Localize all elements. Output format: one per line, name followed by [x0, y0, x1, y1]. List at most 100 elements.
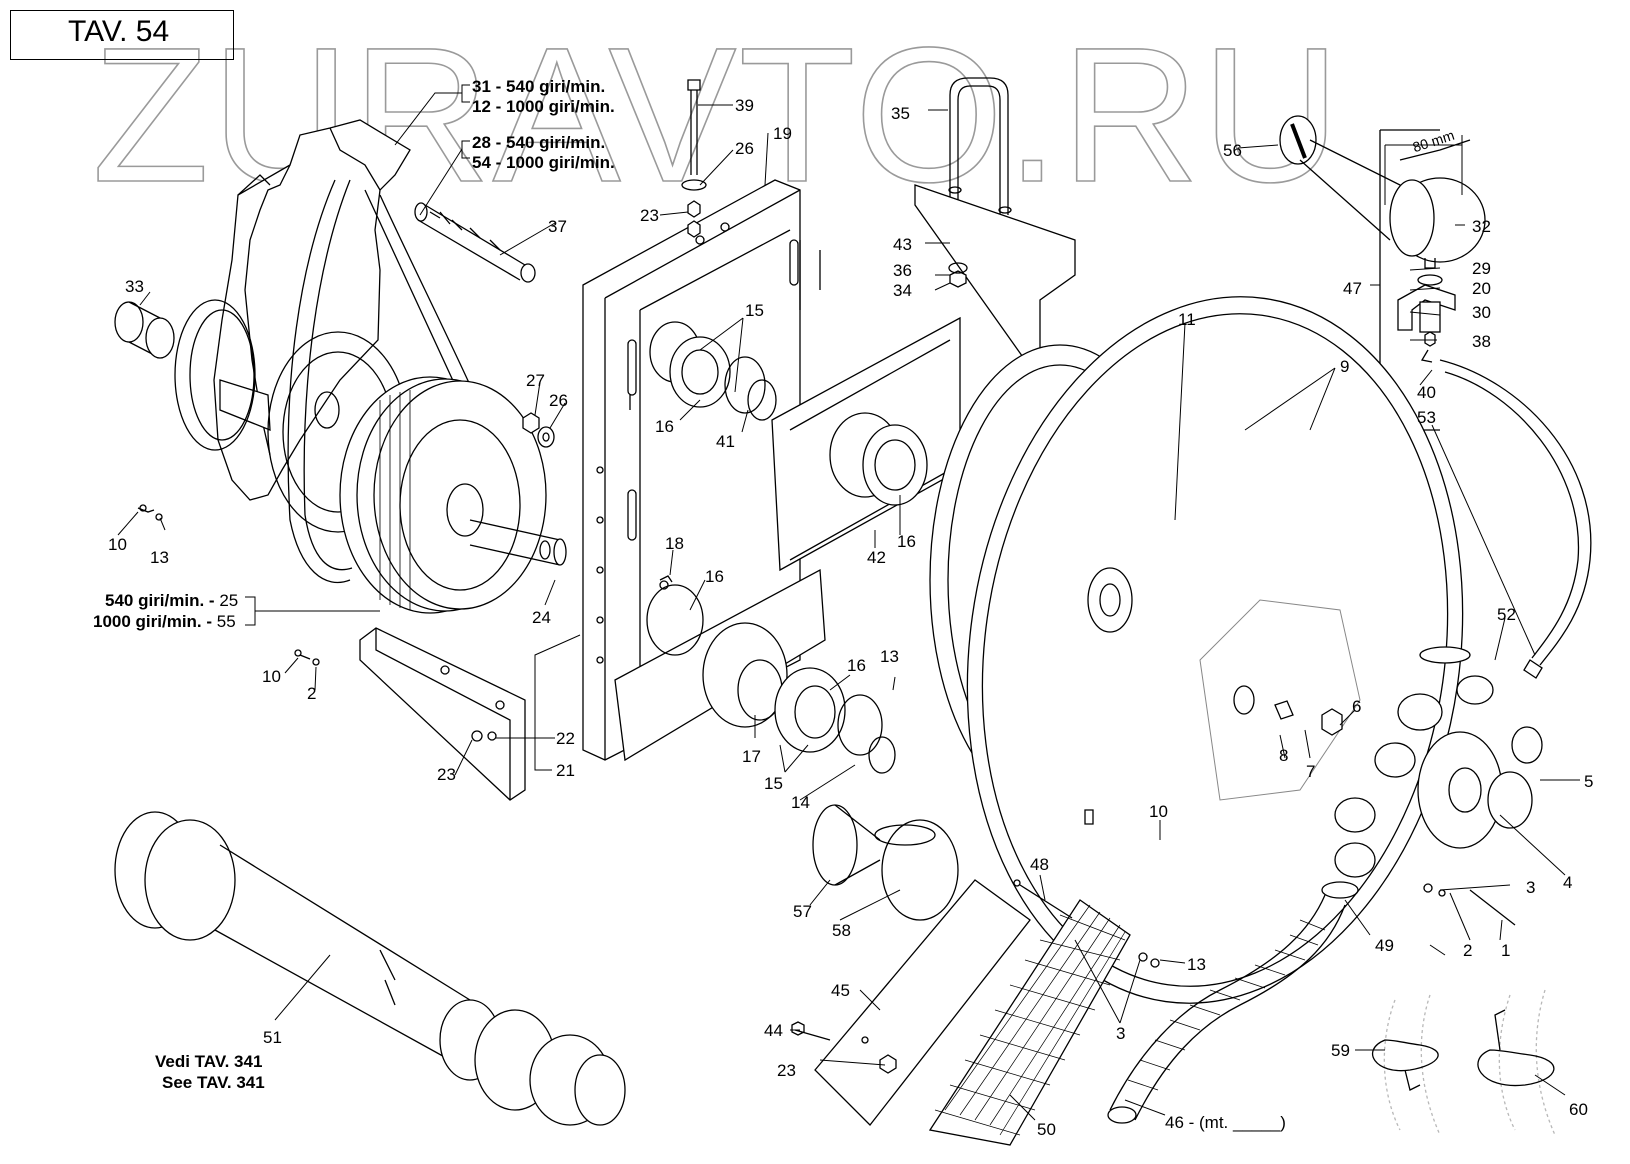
callout-30: 30 [1472, 303, 1491, 322]
plate-42 [771, 316, 961, 572]
callout-14: 14 [791, 793, 810, 812]
callout-33: 33 [125, 277, 144, 296]
pto-flange [174, 299, 256, 451]
callout-59: 59 [1331, 1041, 1350, 1060]
callout-16c: 16 [897, 532, 916, 551]
callout-56: 56 [1223, 141, 1242, 160]
callout-20: 20 [1472, 279, 1491, 298]
bolts-10-13a [137, 504, 163, 521]
bearings-15-16-41 [649, 321, 777, 421]
washer-26b [537, 426, 555, 448]
callout-10c: 10 [1149, 802, 1168, 821]
drive-shaft-51 [114, 811, 626, 1126]
bolt-39 [681, 79, 707, 238]
callout-1: 1 [1501, 941, 1511, 960]
callout-15a: 15 [745, 301, 764, 320]
callout-37: 37 [548, 217, 567, 236]
see-ref-en: See TAV. 341 [162, 1073, 265, 1092]
nut-27 [522, 412, 540, 434]
hose-46 [1107, 881, 1359, 1124]
gearbox-housing [213, 119, 411, 501]
hose-40-53 [1439, 359, 1592, 679]
see-ref-it: Vedi TAV. 341 [155, 1052, 263, 1071]
callout-19: 19 [773, 124, 792, 143]
callout-17: 17 [742, 747, 761, 766]
callout-49: 49 [1375, 936, 1394, 955]
rotary-connector-5 [1334, 646, 1543, 878]
bracket-21 [294, 627, 526, 801]
callout-39: 39 [735, 96, 754, 115]
callout-45: 45 [831, 981, 850, 1000]
leader-lines [117, 84, 1580, 1121]
callout-26b: 26 [549, 391, 568, 410]
pulley-hub-24 [469, 519, 567, 566]
callout-22: 22 [556, 729, 575, 748]
callout-2b: 2 [1463, 941, 1473, 960]
lower-plate-and-bearings [614, 568, 896, 774]
callout-11: 11 [1178, 310, 1196, 329]
callout-29: 29 [1472, 259, 1491, 278]
callout-5: 5 [1584, 772, 1594, 791]
callout-7: 7 [1306, 762, 1316, 781]
callout-23b: 23 [437, 765, 456, 784]
callout-3b: 3 [1116, 1024, 1126, 1043]
callout-60: 60 [1569, 1100, 1588, 1119]
speed-note-54: 54 - 1000 giri/min. [472, 153, 615, 172]
callout-15b: 15 [764, 774, 783, 793]
callout-40: 40 [1417, 383, 1436, 402]
callout-48: 48 [1030, 855, 1049, 874]
drive-belt [287, 179, 471, 584]
callout-13a: 13 [150, 548, 169, 567]
callout-52: 52 [1497, 605, 1516, 624]
callout-10b: 10 [262, 667, 281, 686]
table-label-box [10, 10, 234, 60]
clip-60 [1477, 1009, 1555, 1087]
reel-flange-9 [966, 296, 1464, 1004]
callout-44: 44 [764, 1021, 783, 1040]
callout-16a: 16 [655, 417, 674, 436]
input-shaft-37 [414, 202, 536, 283]
gauge-56-32 [1279, 115, 1486, 269]
callout-10a: 10 [108, 535, 127, 554]
speed-note-28: 28 - 540 giri/min. [472, 133, 606, 152]
filter-57-58 [812, 804, 959, 921]
callout-2a: 2 [307, 684, 317, 703]
callout-51: 51 [263, 1028, 282, 1047]
callout-23: 23 [640, 206, 659, 225]
hose-length-note: 46 - (mt. _____) [1165, 1113, 1286, 1132]
speed-note-55: 1000 giri/min. - 55 [93, 612, 236, 631]
callout-24: 24 [532, 608, 551, 627]
callout-36: 36 [893, 261, 912, 280]
callout-16b: 16 [705, 567, 724, 586]
callout-23c: 23 [777, 1061, 796, 1080]
callout-53: 53 [1417, 408, 1436, 427]
callout-38: 38 [1472, 332, 1491, 351]
callout-32: 32 [1472, 217, 1491, 236]
callout-41: 41 [716, 432, 735, 451]
callout-27: 27 [526, 371, 545, 390]
drum-hub [1087, 567, 1133, 633]
callout-18: 18 [665, 534, 684, 553]
callout-58: 58 [832, 921, 851, 940]
callout-34: 34 [893, 281, 912, 300]
u-bolt-35 [949, 77, 1009, 240]
callout-13b: 13 [880, 647, 899, 666]
callout-16d: 16 [847, 656, 866, 675]
callout-21: 21 [556, 761, 575, 780]
bolts-1-2-3 [1423, 883, 1516, 926]
callout-3a: 3 [1526, 878, 1536, 897]
cap-33 [114, 301, 175, 359]
clip-59 [1372, 1039, 1439, 1091]
callout-47: 47 [1343, 279, 1362, 298]
speed-note-12: 12 - 1000 giri/min. [472, 97, 615, 116]
callout-13c: 13 [1187, 955, 1206, 974]
speed-note-25: 540 giri/min. - 25 [105, 591, 239, 610]
callout-6: 6 [1352, 697, 1362, 716]
table-label: TAV. 54 [68, 15, 170, 48]
callout-50: 50 [1037, 1120, 1056, 1139]
speed-note-31: 31 - 540 giri/min. [472, 77, 606, 96]
callout-4: 4 [1563, 873, 1573, 892]
large-pulley-25-55 [339, 376, 547, 614]
callout-35: 35 [891, 104, 910, 123]
